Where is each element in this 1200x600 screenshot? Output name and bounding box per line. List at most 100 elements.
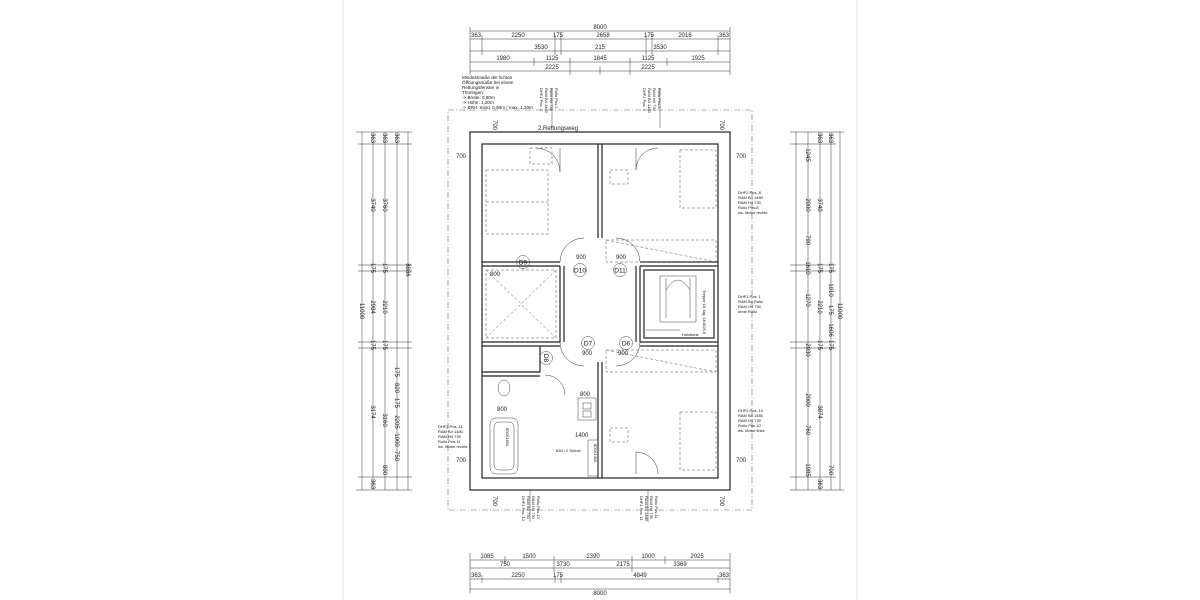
right-dim: 2000 — [804, 393, 810, 407]
svg-text:RAM B4 1480: RAM B4 1480 — [544, 88, 549, 114]
top-dim: 175 — [644, 33, 655, 39]
note-line: Rettungsfenster in — [462, 85, 500, 90]
plan-dim: 1400 — [575, 433, 589, 439]
svg-text:RAM H4 730: RAM H4 730 — [549, 88, 554, 112]
bottom-dim: 363 — [471, 573, 482, 579]
right-dim: 760 — [804, 425, 810, 436]
window-spec-line: RAM H4 730 — [738, 200, 762, 205]
bottom-dim: 2250 — [511, 573, 525, 579]
window-spec-right-3: DHF2 Pos. 10 RAM B4 1480 RAM H4 730 Roll… — [738, 408, 764, 433]
plan-dim: 700 — [456, 458, 467, 464]
window-spec-line: Rollo Pos.11 — [438, 439, 461, 444]
window-spec-line: DHF2 Pos. 8 — [738, 190, 762, 195]
door-tag-d7 — [581, 336, 595, 350]
right-total-dim: 11000 — [836, 303, 842, 320]
svg-text:RAM H4 730: RAM H4 730 — [531, 496, 536, 520]
right-dim: 175 — [827, 263, 833, 274]
window-spec-line: RAM B4 1480 — [738, 195, 764, 200]
right-dim: 1606 — [827, 323, 833, 337]
window-spec-line: ws. Motor rechts — [438, 444, 467, 449]
svg-text:Rollo Pos.2: Rollo Pos.2 — [554, 88, 559, 109]
left-dim: 175 — [381, 263, 387, 274]
door-label: D9 — [519, 260, 528, 267]
top-total-dim: 8000 — [593, 25, 607, 31]
window-spec-line: ws. Motor links — [738, 428, 764, 433]
plan-dim: 800 — [580, 392, 591, 398]
top-dim: 2016 — [678, 33, 692, 39]
door-label: D7 — [584, 341, 593, 348]
svg-text:DHF1 Pos. 11: DHF1 Pos. 11 — [639, 496, 644, 522]
bottom-dim: 363 — [719, 573, 730, 579]
svg-text:DHF1 Pos. 3: DHF1 Pos. 3 — [642, 88, 647, 112]
left-dim: 175 — [369, 340, 375, 351]
left-dimension-chain: 11000 363 3740 175 2984 175 3174 363 363… — [356, 131, 412, 491]
rescue-window-note: Mindestmaße der lichten Öffnungsmaße bei… — [462, 75, 533, 110]
stair-label: Treppe 16 Stg. 18.8/25.5 — [702, 290, 707, 335]
window-tag-bottom-left: DHF1 Pos. 12 RAM B4 730 RAM H4 730 Rollo… — [521, 490, 541, 522]
left-overall-dim: 8886 — [404, 263, 410, 277]
window-tag-top-left: DHF1 Pos. 2 RAM B4 1480 RAM H4 730 Rollo… — [539, 88, 559, 128]
top-dim: 363 — [471, 33, 482, 39]
right-dim: 2210 — [816, 300, 822, 314]
window-spec-line: RAM H4 730 — [738, 304, 762, 309]
right-dim: 175 — [827, 340, 833, 351]
left-dim: 175 — [381, 340, 387, 351]
left-dim: 363 — [369, 479, 375, 490]
window-spec-line: RAM H4 730 — [438, 434, 462, 439]
top-dimension-chain: 8000 363 2250 175 2658 175 2016 363 3530… — [469, 25, 731, 75]
bathtub — [489, 417, 519, 475]
interior-walls — [482, 144, 718, 478]
left-dim: 175 — [393, 398, 399, 409]
bottom-dim: 1000 — [641, 554, 655, 560]
plan-dim: 700 — [491, 120, 497, 131]
window-spec-line: RAM B4 1480 — [738, 413, 764, 418]
window-spec-left: DHF2 Pos. 11 RAM B4 1480 RAM H4 730 Roll… — [438, 424, 467, 449]
door-tag-d9 — [516, 255, 530, 269]
top-dim: 2225 — [545, 65, 559, 71]
left-dim: 3160 — [381, 413, 387, 427]
right-dim: 175 — [816, 340, 822, 351]
toilet — [497, 379, 511, 397]
window-spec-line: DHF2 Pos. 10 — [738, 408, 764, 413]
door-tags: D9 D10 D11 D7 D6 D8 — [516, 255, 633, 365]
top-dim: 1125 — [642, 56, 656, 62]
right-dim: 2030 — [804, 343, 810, 357]
window-spec-line: ws. Motor rechts — [738, 210, 767, 215]
note-line: -> BRH: mind. 0,90m / max. 1,20m — [462, 105, 533, 110]
bottom-dim: 1500 — [522, 554, 536, 560]
right-dim: 175 — [827, 305, 833, 316]
right-dim: 3740 — [816, 198, 822, 212]
window-spec-line: RAM B4 1480 — [438, 429, 464, 434]
right-dim: 1610 — [804, 261, 810, 275]
furniture-top-right-room — [605, 149, 717, 263]
left-dim: 820 — [393, 383, 399, 394]
svg-text:RAM B4 730: RAM B4 730 — [526, 496, 531, 519]
bottom-dim: 175 — [553, 573, 564, 579]
left-dim: 2210 — [381, 300, 387, 314]
right-dimension-chain: 11000 363 3740 175 2210 175 3874 363 124… — [790, 131, 844, 491]
left-dim: 363 — [381, 133, 387, 144]
note-line: Öffnungsmaße bei einem — [462, 79, 514, 85]
bottom-total-dim: 8000 — [593, 591, 607, 597]
exterior-walls — [469, 131, 731, 491]
right-dim: 1245 — [804, 148, 810, 162]
plan-dim: 800 — [497, 407, 508, 413]
bottom-dim: 2025 — [690, 554, 704, 560]
window-tag-top-right: DHF1 Pos. 3 RAM B4 1480 RAM H4 730 Rollo… — [642, 88, 662, 128]
door-tag-d6 — [619, 336, 633, 350]
plan-dim: 700 — [736, 154, 747, 160]
bottom-dim: 3369 — [673, 562, 687, 568]
left-dim: 2205 — [393, 415, 399, 429]
note-line: -> Breite: 0,90m — [462, 95, 495, 100]
right-dim: 1085 — [804, 463, 810, 477]
left-dim: 363 — [369, 133, 375, 144]
door-tag-d8 — [539, 351, 553, 365]
window-spec-line: Rollo Pos.10 — [738, 423, 761, 428]
staircase: Treppe 16 Stg. 18.8/25.5 Holzbank — [643, 269, 715, 339]
right-dim: 1010 — [827, 283, 833, 297]
svg-text:Rollo Pos.12: Rollo Pos.12 — [536, 496, 541, 519]
door-label: D10 — [574, 268, 586, 275]
window-spec-line: Rollo Pos.8 — [738, 205, 759, 210]
window-spec-right-2: DHF1 Pos. 1 RAM B4 Rollo RAM H4 730 ohne… — [738, 294, 764, 314]
plan-dim: 900 — [576, 255, 587, 261]
